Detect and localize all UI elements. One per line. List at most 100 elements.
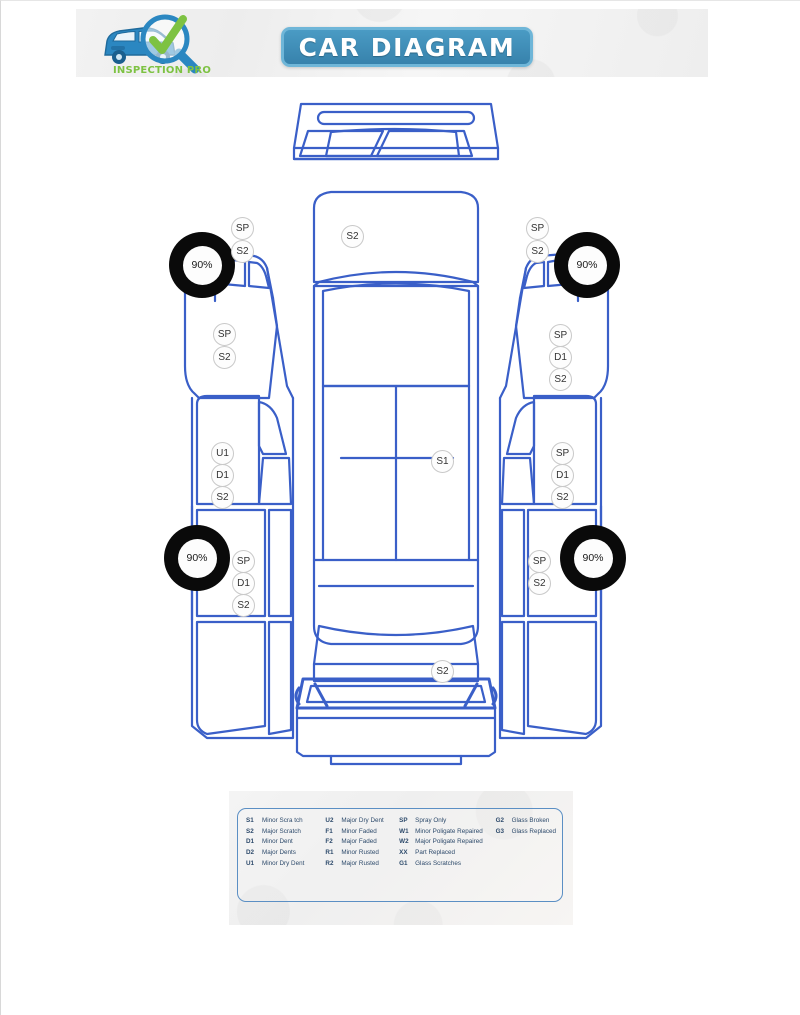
marker-rr-door-s2[interactable]: S2 [551,486,574,509]
legend-code: G3 [495,827,504,835]
marker-rr-door-sp[interactable]: SP [551,442,574,465]
marker-trunk[interactable]: S2 [431,660,454,683]
marker-lr-quarter-s2[interactable]: S2 [232,594,255,617]
legend-code: U1 [246,859,255,867]
marker-roof-top[interactable]: S2 [341,225,364,248]
legend-code: D1 [246,838,255,846]
wheel-front-right[interactable]: 90% [554,232,620,298]
legend-column-2: U2 Major Dry Dent F1 Minor Faded F2 Majo… [325,817,399,895]
car-diagram-svg [183,102,610,766]
marker-lf-door-sp[interactable]: SP [213,323,236,346]
legend-code: S1 [246,817,254,824]
legend-column-4: G2 Glass Broken G3 Glass Replaced [496,817,556,895]
legend-code: W1 [399,827,409,835]
marker-rf-door-sp[interactable]: SP [549,324,572,347]
legend-text: Major Rusted [341,859,379,867]
legend-text: Major Dry Dent [341,817,384,824]
legend-text: Minor Dent [262,838,293,846]
legend-text: Minor Faded [341,827,377,835]
legend-item: F2 Major Faded [325,838,399,845]
legend-column-3: SP Spray Only W1 Minor Poligate Repaired… [399,817,495,895]
marker-rr-door-d1[interactable]: D1 [551,464,574,487]
marker-lr-quarter-d1[interactable]: D1 [232,572,255,595]
wheel-rear-left-value: 90% [177,538,217,578]
legend-item: U2 Major Dry Dent [325,817,399,824]
marker-lf-fender-s2[interactable]: S2 [231,240,254,263]
legend-item: W1 Minor Poligate Repaired [399,828,495,835]
legend-code: SP [399,817,408,824]
legend-text: Minor Dry Dent [262,859,305,867]
legend-text: Minor Rusted [341,849,379,857]
wheel-front-left[interactable]: 90% [169,232,235,298]
legend-item: D1 Minor Dent [246,838,325,845]
wheel-rear-right[interactable]: 90% [560,525,626,591]
header-band: INSPECTION PRO CAR DIAGRAM [76,9,708,77]
page-title: CAR DIAGRAM [281,27,533,67]
marker-rf-fender-sp[interactable]: SP [526,217,549,240]
marker-lf-fender-sp[interactable]: SP [231,217,254,240]
legend-code: G2 [495,817,504,824]
legend-code: R2 [325,859,334,867]
legend-item: SP Spray Only [399,817,495,824]
legend-code: U2 [325,817,334,824]
marker-lr-door-u1[interactable]: U1 [211,442,234,465]
legend-box: S1 Minor Scra tch S2 Major Scratch D1 Mi… [237,808,563,902]
legend-code: S2 [246,827,254,835]
legend-code: F1 [325,827,333,835]
legend-code: W2 [399,838,409,846]
marker-lr-door-d1[interactable]: D1 [211,464,234,487]
car-diagram: 90% 90% 90% 90% S2 S1 S2 SP S2 SP S2 U1 … [1,86,800,786]
marker-lr-door-s2[interactable]: S2 [211,486,234,509]
legend-item: S1 Minor Scra tch [246,817,325,824]
wheel-front-right-value: 90% [567,245,607,285]
left-side-view [183,251,295,740]
marker-rf-fender-s2[interactable]: S2 [526,240,549,263]
logo-wordmark: INSPECTION PRO [113,65,211,76]
legend-item: XX Part Replaced [399,849,495,856]
legend-text: Major Faded [341,838,377,846]
wheel-rear-left[interactable]: 90% [164,525,230,591]
rear-view [294,677,498,766]
legend-text: Glass Replaced [511,827,557,835]
top-view-body [312,190,480,683]
legend-code: R1 [325,849,334,857]
marker-rf-door-s2[interactable]: S2 [549,368,572,391]
legend-text: Major Scratch [262,827,301,835]
legend-text: Part Replaced [415,849,456,857]
marker-rf-door-d1[interactable]: D1 [549,346,572,369]
marker-roof-center[interactable]: S1 [431,450,454,473]
legend-item: W2 Major Poligate Repaired [399,838,495,845]
inspection-pro-logo: INSPECTION PRO [91,11,211,77]
legend-item: G2 Glass Broken [496,817,556,824]
marker-rr-quarter-sp[interactable]: SP [528,550,551,573]
legend-item: G1 Glass Scratches [399,860,495,867]
legend-item: D2 Major Dents [246,849,325,856]
legend-code: F2 [325,838,333,846]
page-title-text: CAR DIAGRAM [298,32,516,62]
legend-texture [229,791,573,925]
legend-column-1: S1 Minor Scra tch S2 Major Scratch D1 Mi… [246,817,325,895]
legend-text: Spray Only [415,817,447,824]
legend-code: G1 [399,859,408,867]
legend-text: Glass Scratches [415,859,461,867]
logo-check-icon [149,15,187,54]
legend-text: Minor Scra tch [262,817,303,824]
legend-item: F1 Minor Faded [325,828,399,835]
legend-text: Major Poligate Repaired [415,838,483,846]
front-view [292,102,500,161]
legend-text: Major Dents [262,849,296,857]
legend-item: G3 Glass Replaced [496,828,556,835]
marker-rr-quarter-s2[interactable]: S2 [528,572,551,595]
legend-item: R1 Minor Rusted [325,849,399,856]
legend-text: Minor Poligate Repaired [415,827,483,835]
legend-item: R2 Major Rusted [325,860,399,867]
legend-text: Glass Broken [511,817,550,824]
marker-lr-quarter-sp[interactable]: SP [232,550,255,573]
legend-code: XX [399,849,408,857]
legend-code: D2 [246,849,255,857]
marker-lf-door-s2[interactable]: S2 [213,346,236,369]
legend-panel: S1 Minor Scra tch S2 Major Scratch D1 Mi… [229,791,573,925]
legend-item: U1 Minor Dry Dent [246,860,325,867]
wheel-front-left-value: 90% [182,245,222,285]
